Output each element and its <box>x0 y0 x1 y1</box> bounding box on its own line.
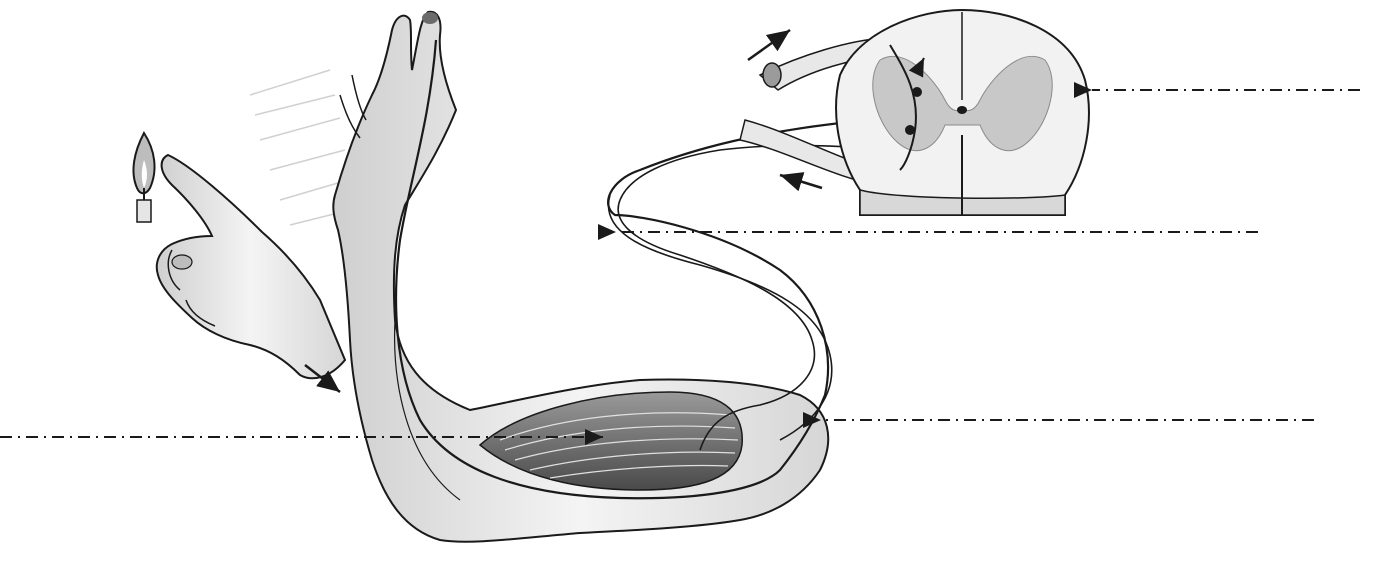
candle-flame-icon <box>133 133 154 222</box>
spinal-cord-cross-section <box>836 10 1089 215</box>
hand-near-flame <box>157 155 345 392</box>
